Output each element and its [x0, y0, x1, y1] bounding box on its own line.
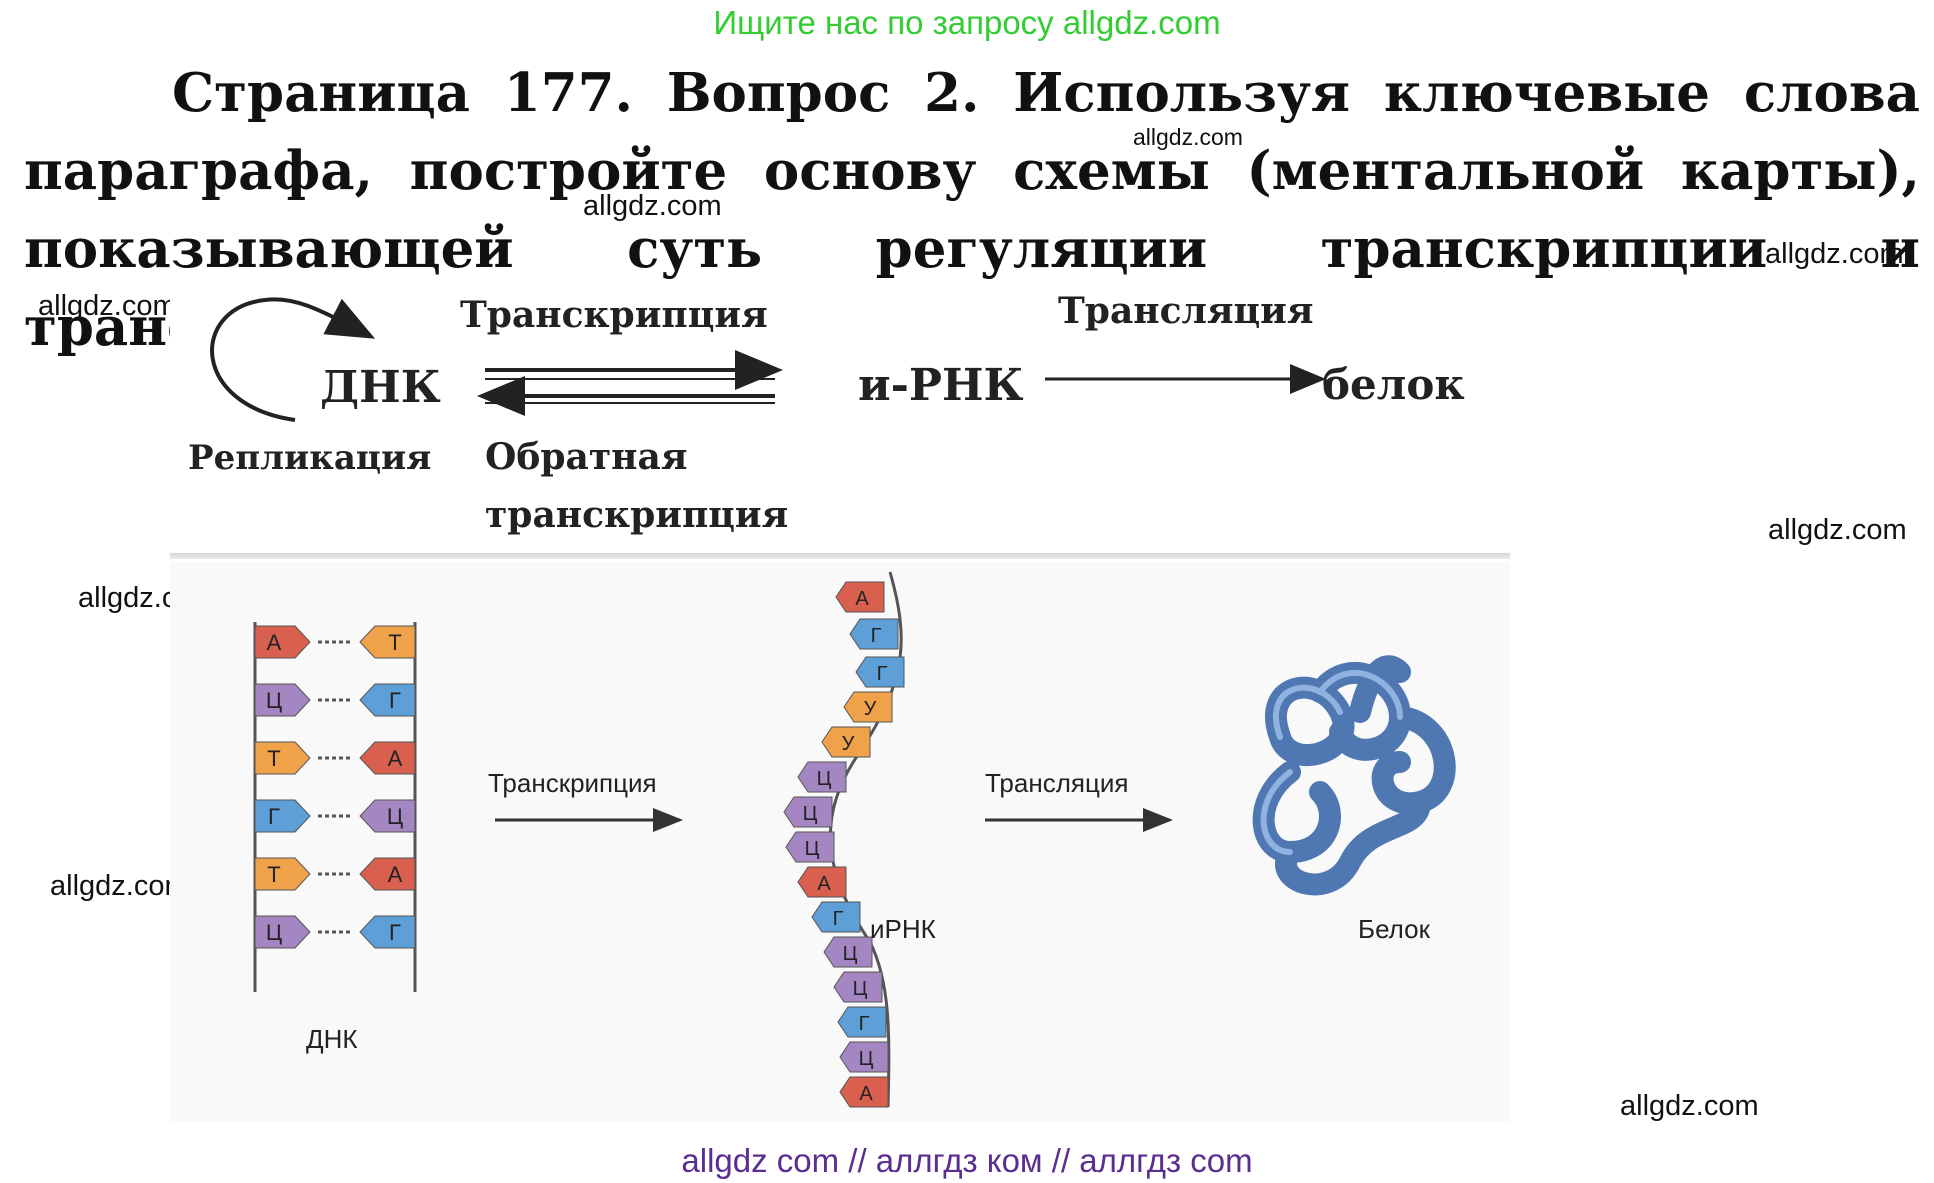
rna-base: А	[797, 866, 847, 898]
rna-base-letter: Г	[877, 663, 888, 685]
diagram-protein-label: Белок	[1358, 914, 1430, 944]
footer-links[interactable]: allgdz com // аллгдз ком // аллгдз com	[681, 1142, 1253, 1179]
scheme-replication: Репликация	[188, 438, 432, 478]
watermark: allgdz.com	[1133, 124, 1243, 150]
diagram-transcription-label: Транскрипция	[488, 768, 657, 798]
dna-base-left: Т	[267, 862, 280, 887]
rna-base-letter: Ц	[805, 838, 820, 860]
replication-loop-arrow	[210, 297, 376, 422]
dna-base-right: Г	[389, 920, 401, 945]
scheme-mrna: и-РНК	[858, 360, 1024, 411]
dna-base-left: А	[267, 630, 282, 655]
scheme-transcription: Транскрипция	[460, 294, 768, 336]
watermark: allgdz.com	[583, 190, 722, 222]
rna-base: Г	[855, 656, 905, 688]
watermark: allgdz.com	[1768, 514, 1907, 546]
rna-base-letter: А	[855, 588, 869, 610]
rna-base-letter: Г	[871, 625, 882, 647]
watermark: allgdz.com	[38, 290, 177, 322]
protein-highlight	[1260, 669, 1403, 855]
rna-base: У	[821, 726, 871, 758]
rna-base-letter: Г	[833, 908, 844, 930]
watermark: allgdz.com	[1765, 238, 1904, 270]
rna-base: Г	[837, 1006, 887, 1038]
rna-base: Ц	[797, 761, 847, 793]
rna-base: Г	[849, 618, 899, 650]
diagram-mrna-label: иРНК	[870, 914, 936, 944]
dna-base-left: Ц	[266, 920, 282, 945]
rna-base: Ц	[833, 971, 883, 1003]
dna-base-right: Г	[389, 688, 401, 713]
dna-base-right: А	[388, 862, 403, 887]
diagram-dna-label: ДНК	[306, 1024, 358, 1054]
dna-base-right: А	[388, 746, 403, 771]
rna-base: Ц	[839, 1041, 889, 1073]
rna-base-letter: Ц	[843, 943, 858, 965]
dna-base-left: Г	[268, 804, 280, 829]
scheme-reverse-transcription: Обратная	[485, 436, 688, 478]
rna-base: Ц	[785, 831, 835, 863]
watermark: allgdz.com	[50, 870, 189, 902]
rna-base-letter: Ц	[853, 978, 868, 1000]
rna-base-letter: Ц	[803, 803, 818, 825]
rna-base: Г	[811, 901, 861, 933]
rna-base: А	[835, 581, 885, 613]
scheme-reverse-transcription: транскрипция	[485, 494, 789, 536]
rna-base: Ц	[783, 796, 833, 828]
rna-base-letter: Г	[859, 1013, 870, 1035]
rna-base-letter: Ц	[859, 1048, 874, 1070]
dna-base-left: Ц	[266, 688, 282, 713]
rna-base: Ц	[823, 936, 873, 968]
watermark: allgdz.com	[1620, 1090, 1759, 1122]
scheme-arrows	[210, 297, 1326, 422]
diagram-translation-label: Трансляция	[985, 768, 1129, 798]
dna-base-right: Т	[388, 630, 401, 655]
scheme-panel: ДНК Репликация Транскрипция Обратная тра…	[170, 290, 1510, 560]
rna-base-letter: А	[817, 873, 831, 895]
rna-base: А	[839, 1076, 889, 1108]
rna-base-letter: У	[864, 698, 877, 720]
rna-base-letter: У	[842, 733, 855, 755]
rna-base-letter: Ц	[817, 768, 832, 790]
rna-base-letter: А	[859, 1083, 873, 1105]
scheme-translation: Трансляция	[1058, 290, 1314, 332]
dna-base-left: Т	[267, 746, 280, 771]
scheme-protein: белок	[1322, 360, 1465, 409]
rna-base: У	[843, 691, 893, 723]
scheme-dna: ДНК	[320, 362, 441, 413]
scheme-divider	[170, 553, 1510, 559]
dna-base-right: Ц	[387, 804, 403, 829]
top-banner[interactable]: Ищите нас по запросу allgdz.com	[713, 4, 1221, 41]
